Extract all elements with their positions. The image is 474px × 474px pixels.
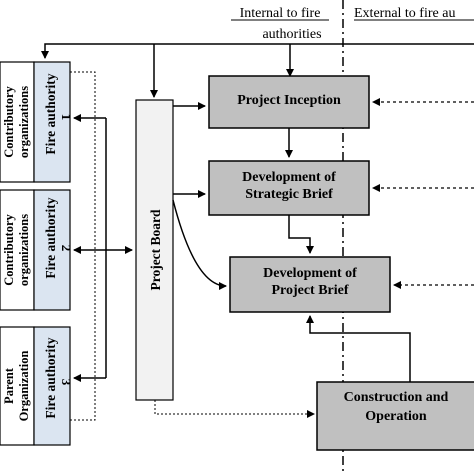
organization-1 [0,61,71,183]
project-brief-box [229,256,391,313]
internal-label-line1: Internal to fire [240,6,321,21]
project-brief-label-line1: Development of [263,266,357,281]
org-3-type-line2: Organization [17,351,31,422]
construction-operation-box [316,381,474,451]
arrow-board-to-project-brief [172,199,227,290]
organization-2 [0,189,71,311]
strategic-brief-label-line2: Strategic Brief [245,187,333,202]
strategic-brief-box [208,160,370,216]
fire-authority-box-2 [33,189,71,311]
org-3-type-line1: Parent [2,367,16,404]
org-2-type-line1: Contributory [2,213,16,285]
feedback-construction-to-project-brief [306,315,411,382]
strategic-brief-label-line1: Development of [242,170,336,185]
internal-label-line2: authorities [262,27,321,42]
fire-authority-box-3 [33,326,71,446]
org-3-number: 3 [59,379,74,386]
dotted-org-link [70,71,96,421]
org-1-authority: Fire authority [43,73,58,154]
fire-authority-box-1 [33,61,71,183]
project-board-box [135,99,174,401]
project-brief-label-line2: Project Brief [271,283,348,298]
top-feedback-arrow [41,43,474,59]
org-2-authority: Fire authority [43,197,58,278]
org-1-type-line2: organizations [17,86,31,158]
project-board-label: Project Board [148,209,163,291]
project-inception-box [208,75,370,129]
dotted-board-to-construction [154,400,315,418]
external-label: External to fire au [354,6,455,21]
org-1-type-line1: Contributory [2,85,16,157]
org-3-authority: Fire authority [43,337,58,418]
arrow-strategic-to-project-brief [288,215,314,254]
construction-label-line2: Operation [365,409,427,424]
project-inception-label: Project Inception [237,93,341,108]
org-2-number: 2 [59,245,74,252]
construction-label-line1: Construction and [344,390,449,405]
org-1-number: 1 [59,114,74,121]
org-2-type-line2: organizations [17,214,31,286]
organization-3 [0,326,71,446]
